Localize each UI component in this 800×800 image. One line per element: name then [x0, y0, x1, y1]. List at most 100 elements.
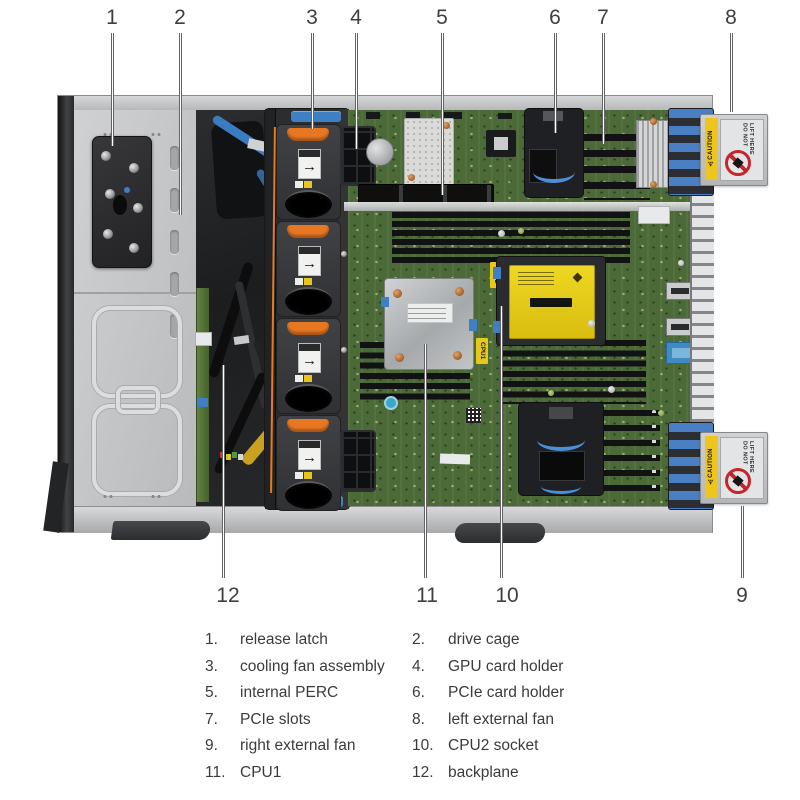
sticker-header — [299, 441, 320, 448]
internal-perc[interactable] — [358, 184, 494, 205]
cage-seam — [74, 292, 196, 294]
legend-item-num: 4. — [412, 657, 425, 675]
legend-item-num: 3. — [205, 657, 218, 675]
legend-item-num: 10. — [412, 737, 434, 754]
screw — [133, 203, 143, 213]
fan-release-handle[interactable] — [287, 225, 329, 238]
thumbscrew-blue[interactable] — [384, 396, 398, 410]
screw — [393, 289, 402, 298]
cage-rivets — [150, 494, 162, 499]
holder-tab — [549, 407, 573, 419]
socket-clip-blue — [493, 321, 501, 333]
holder-blue-clip — [533, 161, 575, 183]
release-latch[interactable] — [92, 136, 152, 268]
cage-embossing — [92, 404, 182, 496]
legend-item-num: 9. — [205, 737, 218, 754]
callout-line-8 — [730, 33, 733, 112]
airflow-arrow-icon: → — [302, 352, 317, 369]
caution-triangle-icon: ⚠ — [708, 160, 714, 168]
qr-label — [466, 408, 481, 423]
legend-item-num: 7. — [205, 710, 218, 728]
cpu1-heatsink[interactable] — [381, 278, 477, 370]
gpu-card-holder[interactable] — [340, 430, 376, 492]
capacitor — [588, 320, 595, 327]
callout-line-9 — [741, 506, 744, 578]
screw — [341, 347, 347, 353]
callout-number: 2 — [174, 6, 186, 29]
capacitor — [658, 410, 664, 416]
wire-yellow — [226, 454, 231, 460]
pcie-card-holder-lower[interactable] — [518, 402, 604, 496]
white-connector — [638, 206, 670, 224]
legend-item-label: CPU1 — [240, 763, 282, 781]
chassis-left-edge — [58, 96, 74, 532]
legend-item-num: 6. — [412, 684, 425, 701]
fan-module[interactable]: → — [276, 415, 341, 511]
cage-vent-slot — [170, 188, 179, 212]
chip-die — [494, 137, 508, 150]
callout-number: 3 — [306, 6, 318, 29]
sticker-header — [299, 150, 320, 157]
gpu-card-holder[interactable] — [340, 126, 376, 186]
latch-knob[interactable] — [113, 195, 127, 215]
capacitor — [518, 228, 524, 234]
sticker-header — [299, 344, 320, 351]
fan-module[interactable]: → — [276, 318, 341, 414]
backplane — [195, 288, 212, 502]
caution-text: CAUTION — [708, 448, 714, 479]
cooling-fan-assembly[interactable]: → → → — [264, 108, 350, 511]
vga-inner — [672, 348, 690, 358]
callout-number: 9 — [736, 584, 748, 607]
caution-triangle-icon: ⚠ — [708, 478, 714, 486]
right-external-fan[interactable]: ⚠CAUTION DO NOT LIFT HERE — [700, 432, 768, 504]
cpu2-socket[interactable] — [493, 256, 606, 346]
legend-item-label: drive cage — [448, 631, 520, 648]
board-header — [366, 112, 380, 119]
fan-label-white — [295, 181, 303, 188]
no-lift-glyph — [732, 157, 744, 169]
cage-rivets — [150, 132, 162, 137]
holder-blue-clip — [537, 429, 585, 451]
screw — [455, 287, 464, 296]
chassis: → → → — [58, 96, 714, 533]
screw — [650, 118, 657, 125]
fan-module[interactable]: → — [276, 221, 341, 317]
screw — [443, 122, 450, 129]
legend-item-label: backplane — [448, 763, 519, 781]
fan-release-handle[interactable] — [287, 322, 329, 335]
legend-item-num: 1. — [205, 631, 218, 648]
legend-item-num: 2. — [412, 631, 425, 648]
left-external-fan[interactable]: ⚠CAUTION DO NOT LIFT HERE — [700, 114, 768, 186]
fan-module[interactable]: → — [276, 124, 341, 220]
callout-number: 11 — [416, 584, 438, 607]
cage-embossing — [116, 386, 160, 414]
board-header — [444, 112, 462, 119]
pcie-slots-lower[interactable] — [604, 410, 660, 498]
fan-rail-left — [265, 109, 276, 509]
airflow-arrow-icon: → — [302, 255, 317, 272]
caution-strip: ⚠CAUTION — [705, 436, 718, 498]
cage-rivets — [102, 494, 114, 499]
motherboard: CPU2 CPU1 — [340, 108, 712, 506]
callout-line-10 — [500, 306, 503, 578]
cpu2-protective-cover — [509, 265, 595, 339]
callout-line-5 — [441, 33, 444, 195]
label-line: DO NOT — [741, 441, 748, 465]
screw — [395, 353, 404, 362]
capacitor — [498, 230, 505, 237]
fan-release-handle[interactable] — [287, 419, 329, 432]
caution-text: CAUTION — [708, 130, 714, 161]
fan-tray-handle[interactable] — [291, 111, 341, 122]
fan-release-handle[interactable] — [287, 128, 329, 141]
sticker-header — [299, 247, 320, 254]
fan-opening — [285, 190, 332, 218]
fan-label-white — [295, 472, 303, 479]
heatsink-clip-blue — [469, 319, 477, 331]
callout-number: 5 — [436, 6, 448, 29]
dimm-slots-lower-right[interactable] — [500, 340, 646, 404]
callout-number: 12 — [216, 584, 240, 607]
wire-green — [232, 452, 237, 458]
label-line: LIFT — [748, 123, 754, 137]
cover-slot — [530, 298, 572, 307]
usb-port[interactable] — [666, 282, 694, 300]
